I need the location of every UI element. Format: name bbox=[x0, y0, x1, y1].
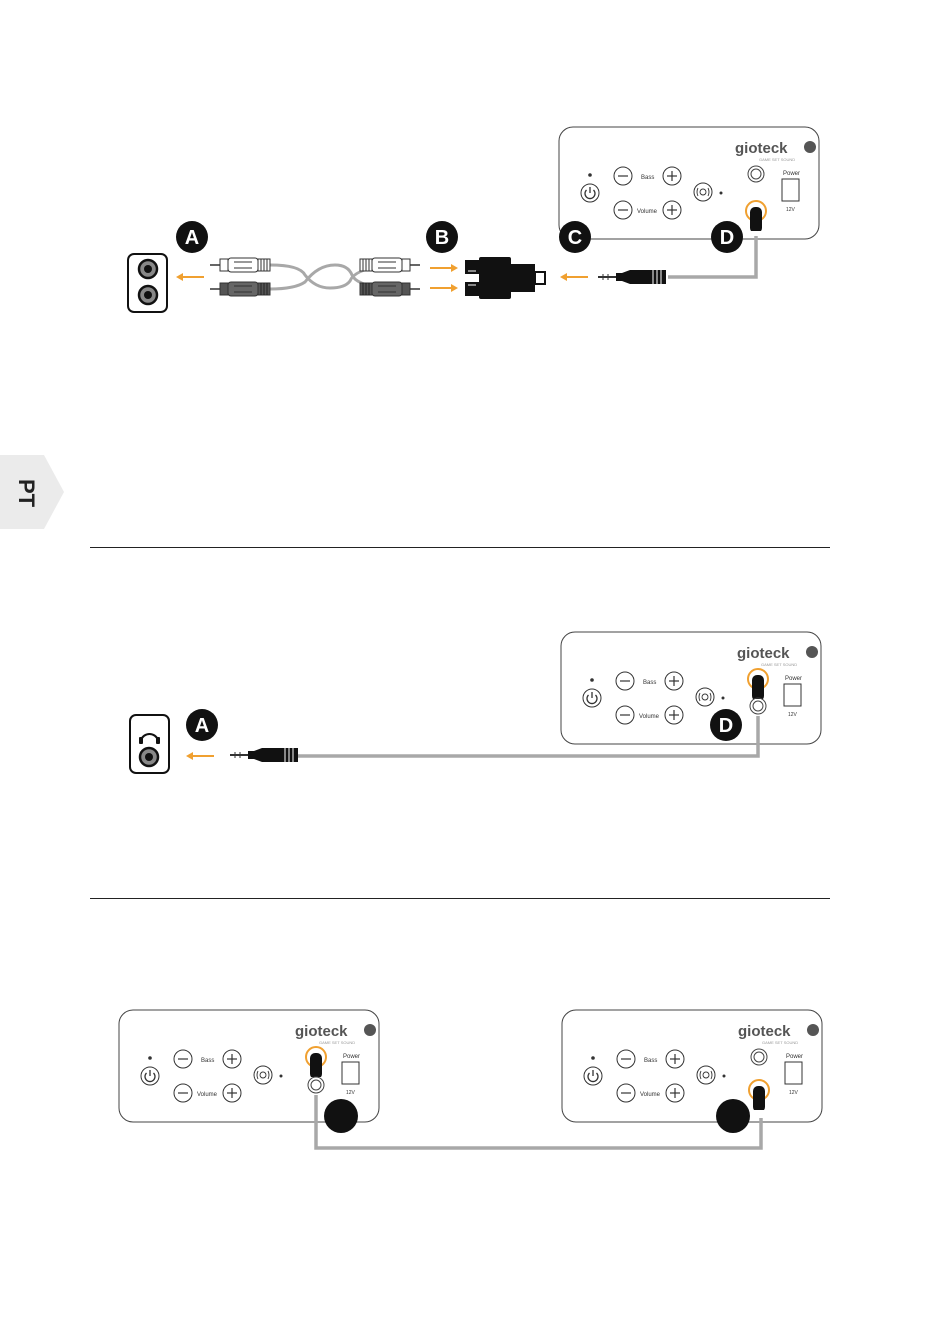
label-blank-left bbox=[324, 1099, 358, 1133]
diagram-daisy-chain: gioteck GAME SET SOUND Bass Volume Power… bbox=[119, 1010, 822, 1148]
label-b-1: B bbox=[426, 221, 458, 253]
label-d-2: D bbox=[710, 709, 742, 741]
bass-label: Bass bbox=[643, 680, 656, 686]
brand-tagline: GAME SET SOUND bbox=[319, 1040, 355, 1045]
minijack-plug bbox=[598, 270, 666, 284]
volume-label: Volume bbox=[197, 1092, 218, 1098]
svg-text:D: D bbox=[719, 715, 733, 737]
rca-plug-white-left bbox=[210, 258, 270, 272]
tv-rca-input bbox=[128, 254, 167, 312]
brand-logo-mark bbox=[806, 646, 818, 658]
volume-label: Volume bbox=[637, 209, 658, 215]
diagram-headphone-connection: gioteck GAME SET SOUND Bass Volume Power… bbox=[130, 632, 821, 773]
power-label: Power bbox=[783, 171, 800, 177]
bass-label: Bass bbox=[641, 175, 654, 181]
brand-logo-mark bbox=[804, 141, 816, 153]
label-a-2: A bbox=[186, 709, 218, 741]
brand-tagline: GAME SET SOUND bbox=[762, 1040, 798, 1045]
volume-label: Volume bbox=[640, 1092, 661, 1098]
minijack-plug-2 bbox=[230, 748, 298, 762]
voltage-label: 12V bbox=[346, 1090, 356, 1096]
voltage-label: 12V bbox=[788, 712, 798, 718]
rca-plug-dark-left bbox=[210, 282, 270, 296]
brand-tagline: GAME SET SOUND bbox=[759, 157, 795, 162]
arrow-a-2 bbox=[186, 752, 214, 760]
brand-logo-mark bbox=[807, 1024, 819, 1036]
rca-plug-white-right bbox=[360, 258, 420, 272]
rca-to-minijack-adapter bbox=[465, 257, 545, 299]
arrow-b-bottom bbox=[430, 284, 458, 292]
label-d-1: D bbox=[711, 221, 743, 253]
brand-logo: gioteck bbox=[735, 140, 788, 157]
label-blank-right bbox=[716, 1099, 750, 1133]
power-label: Power bbox=[343, 1054, 360, 1060]
svg-text:D: D bbox=[720, 227, 734, 249]
label-c-1: C bbox=[559, 221, 591, 253]
soundbar-panel-1: gioteck GAME SET SOUND Bass Volume Power… bbox=[559, 127, 819, 243]
brand-logo: gioteck bbox=[737, 645, 790, 662]
arrow-a bbox=[176, 273, 204, 281]
arrow-c bbox=[560, 273, 588, 281]
soundbar-panel-2: gioteck GAME SET SOUND Bass Volume Power… bbox=[561, 632, 821, 744]
brand-logo: gioteck bbox=[738, 1023, 791, 1040]
rca-plug-dark-right bbox=[360, 282, 420, 296]
svg-text:A: A bbox=[195, 715, 209, 737]
tv-headphone-input bbox=[130, 715, 169, 773]
power-label: Power bbox=[786, 1054, 803, 1060]
bass-label: Bass bbox=[644, 1058, 657, 1064]
voltage-label: 12V bbox=[789, 1090, 799, 1096]
diagram-rca-connection: gioteck GAME SET SOUND Bass Volume Power… bbox=[128, 127, 819, 312]
soundbar-panel-4: gioteck GAME SET SOUND Bass Volume Power… bbox=[562, 1010, 822, 1122]
bass-label: Bass bbox=[201, 1058, 214, 1064]
volume-label: Volume bbox=[639, 714, 660, 720]
svg-text:C: C bbox=[568, 227, 582, 249]
brand-logo-mark bbox=[364, 1024, 376, 1036]
brand-logo: gioteck bbox=[295, 1023, 348, 1040]
svg-text:B: B bbox=[435, 227, 449, 249]
label-a-1: A bbox=[176, 221, 208, 253]
power-label: Power bbox=[785, 676, 802, 682]
svg-text:A: A bbox=[185, 227, 199, 249]
brand-tagline: GAME SET SOUND bbox=[761, 662, 797, 667]
voltage-label: 12V bbox=[786, 207, 796, 213]
arrow-b-top bbox=[430, 264, 458, 272]
